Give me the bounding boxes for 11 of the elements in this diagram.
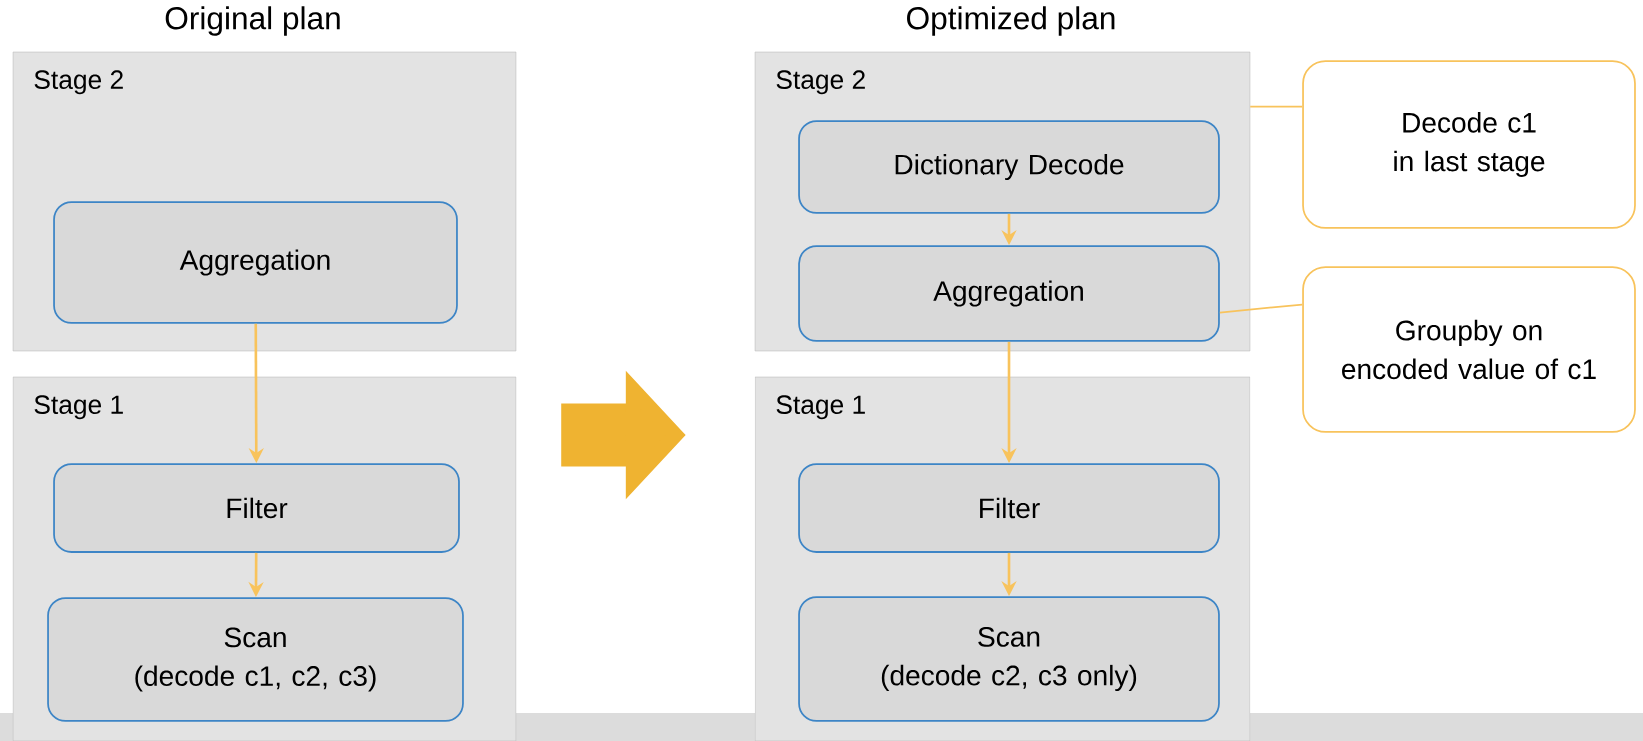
process-box: Filter [798,463,1220,553]
process-box: Scan (decode c1, c2, c3) [47,597,464,722]
callout-box: Groupby on encoded value of c1 [1302,266,1636,433]
process-box: Aggregation [798,245,1220,342]
process-box: Aggregation [53,201,458,324]
process-box: Scan (decode c2, c3 only) [798,596,1220,722]
callout-box: Decode c1 in last stage [1302,60,1636,229]
plan-title: Original plan [165,6,340,36]
process-box: Dictionary Decode [798,120,1220,214]
process-box: Filter [53,463,460,553]
plan-title: Optimized plan [907,6,1115,36]
